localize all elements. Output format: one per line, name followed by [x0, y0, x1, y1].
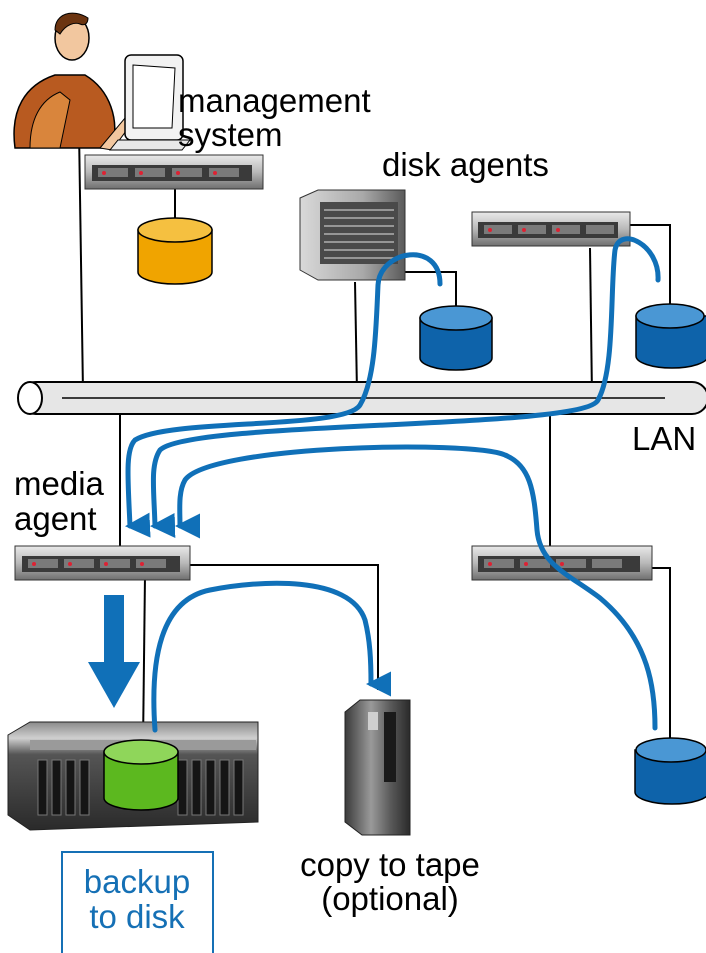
tower-to-lan-wire	[354, 281, 358, 393]
server3-to-disk-wire	[652, 567, 671, 750]
disk-agent-disk-2-icon	[635, 303, 706, 369]
flow-rack2-to-media	[150, 236, 661, 538]
lan-label: LAN	[632, 420, 696, 457]
media-agent-server-icon	[14, 545, 191, 581]
tower-to-disk-wire	[402, 271, 457, 320]
media-agent-label-line2: agent	[14, 500, 97, 537]
flow-server3-to-media	[175, 444, 658, 731]
admin-to-lan-wire	[78, 129, 84, 393]
disk-agents-label: disk agents	[382, 146, 549, 183]
rack-server-3-icon	[471, 545, 653, 581]
person-at-computer-icon	[13, 12, 192, 151]
disk-agent-disk-1-icon	[419, 305, 493, 371]
rack2-to-disk-wire	[612, 224, 671, 316]
rack2-to-lan-wire	[589, 247, 593, 397]
media-agent-label-line1: media	[14, 465, 105, 502]
management-server-icon	[84, 154, 264, 190]
rack-server-icon	[471, 211, 631, 247]
backup-to-disk-callout: backup to disk	[61, 851, 214, 953]
flow-disk-to-tape	[151, 580, 392, 733]
flow-tower-to-media	[125, 252, 443, 538]
copy-to-tape-label-line2: (optional)	[321, 880, 459, 917]
tower-server-icon	[299, 189, 406, 281]
management-disk-icon	[137, 217, 213, 285]
copy-to-tape-label-line1: copy to tape	[300, 846, 480, 883]
backup-disk-icon	[103, 739, 179, 811]
management-label-line1: management	[178, 82, 371, 119]
tape-drive-icon	[344, 699, 411, 836]
network-wires	[78, 129, 671, 750]
server-3-disk-icon	[634, 737, 706, 805]
media-to-tape-wire	[190, 564, 379, 690]
data-flows	[125, 236, 661, 733]
backup-label-line1: backup	[84, 863, 190, 900]
backup-down-arrow	[88, 595, 140, 708]
media-to-array-wire	[142, 574, 146, 746]
management-label-line2: system	[178, 116, 283, 153]
backup-label-line2: to disk	[89, 898, 185, 935]
